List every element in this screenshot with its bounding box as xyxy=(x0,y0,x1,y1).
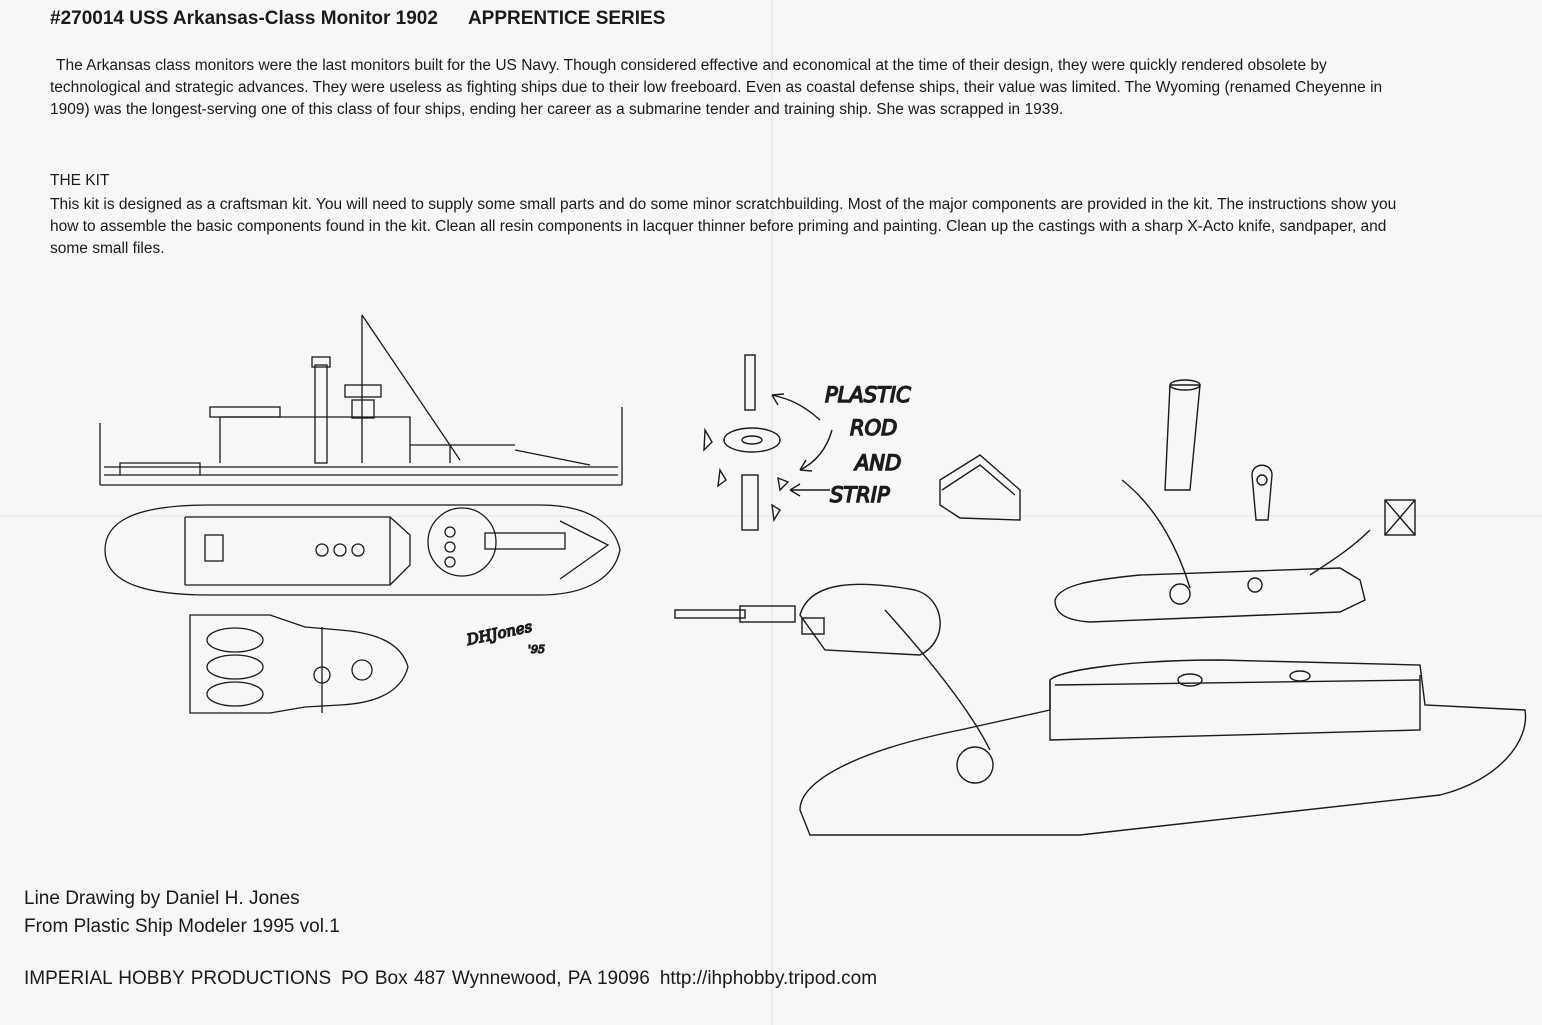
and-label: AND xyxy=(853,451,901,475)
page-title: #270014 USS Arkansas-Class Monitor 1902 A… xyxy=(50,8,665,30)
gun-barrel-part xyxy=(674,605,796,623)
ship-plan-view xyxy=(104,504,621,596)
kit-paragraph: This kit is designed as a craftsman kit.… xyxy=(50,196,1397,257)
kit-number-title: #270014 USS Arkansas-Class Monitor 1902 xyxy=(50,8,438,29)
ship-line-drawing: DHJones '95 xyxy=(99,314,623,714)
plastic-rod-parts xyxy=(703,354,790,531)
artist-signature-year: '95 xyxy=(528,643,545,656)
series-title: APPRENTICE SERIES xyxy=(467,8,666,29)
company-url[interactable]: http://ihphobby.tripod.com xyxy=(659,968,878,989)
deckhouse-part xyxy=(939,454,1021,521)
ventilator-part xyxy=(1251,464,1273,521)
rod-label: ROD xyxy=(850,416,897,440)
funnel-part xyxy=(1164,379,1201,491)
publisher-footer: IMPERIAL HOBBY PRODUCTIONS PO Box 487 Wyn… xyxy=(24,968,887,990)
callout-arrows xyxy=(771,393,833,497)
drawing-credit: Line Drawing by Daniel H. Jones xyxy=(24,888,300,909)
plastic-label: PLASTIC xyxy=(825,383,911,407)
company-name: IMPERIAL HOBBY PRODUCTIONS xyxy=(24,968,332,989)
mast-top-part xyxy=(1384,499,1416,536)
assembly-drawing: PLASTIC ROD AND STRIP xyxy=(674,354,1527,836)
paper-fold-vertical xyxy=(771,0,773,1025)
kit-heading: THE KIT xyxy=(50,172,110,189)
artist-signature: DHJones xyxy=(464,617,534,649)
company-address: PO Box 487 Wynnewood, PA 19096 xyxy=(341,968,650,989)
intro-paragraph: The Arkansas class monitors were the las… xyxy=(50,57,1383,118)
strip-label: STRIP xyxy=(830,483,890,507)
source-credit: From Plastic Ship Modeler 1995 vol.1 xyxy=(24,916,340,937)
turret-part xyxy=(799,583,941,656)
upper-deck-part xyxy=(1054,479,1371,623)
hull-part xyxy=(799,609,1527,836)
superstructure-plan-view xyxy=(189,614,409,714)
ship-profile-view xyxy=(99,314,623,486)
